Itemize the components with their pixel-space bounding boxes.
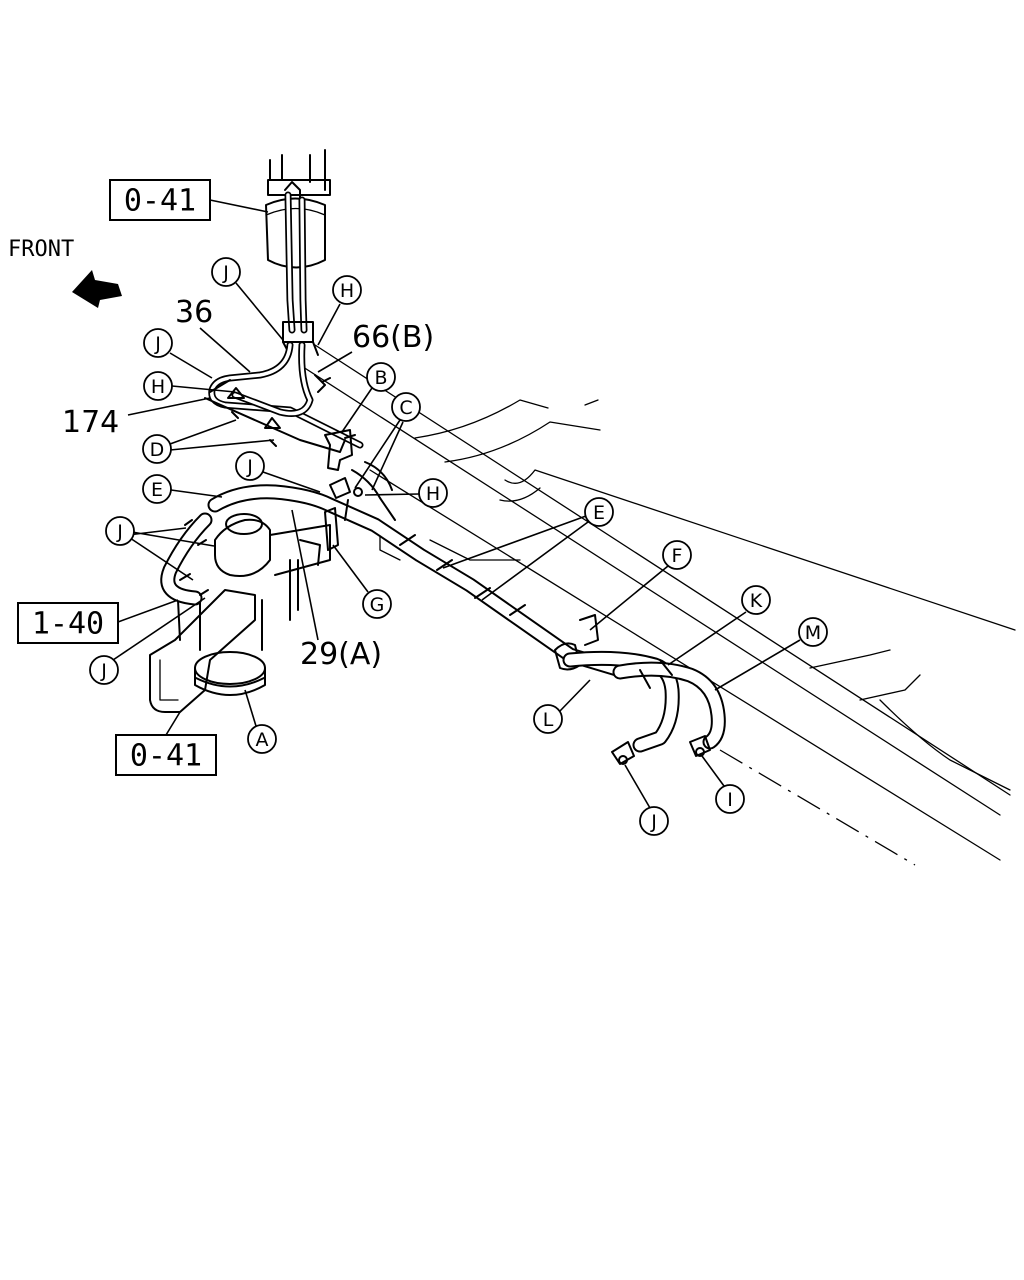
- svg-text:E: E: [151, 479, 163, 501]
- ref-box-bottom-label: 0-41: [130, 739, 202, 774]
- svg-text:K: K: [750, 590, 763, 612]
- svg-text:J: J: [246, 456, 253, 478]
- part-66b: 66(B): [352, 320, 434, 355]
- ref-box-top[interactable]: 0-41: [109, 179, 269, 221]
- svg-text:J: J: [650, 811, 657, 833]
- callout-b[interactable]: B: [366, 362, 396, 392]
- svg-text:A: A: [256, 729, 269, 751]
- svg-text:H: H: [151, 376, 165, 398]
- callout-h-mid[interactable]: H: [418, 478, 448, 508]
- ref-box-left-label: 1-40: [32, 607, 104, 642]
- svg-text:J: J: [222, 262, 229, 284]
- callout-j-mid[interactable]: J: [235, 451, 265, 481]
- callout-j-bottom[interactable]: J: [639, 806, 669, 836]
- svg-text:F: F: [672, 545, 683, 567]
- callout-h-top[interactable]: H: [332, 275, 362, 305]
- front-arrow-icon: [72, 270, 122, 308]
- front-indicator: FRONT: [8, 237, 122, 308]
- callout-c[interactable]: C: [391, 392, 421, 422]
- callout-j-lower[interactable]: J: [89, 655, 119, 685]
- callout-e-left[interactable]: E: [142, 474, 172, 504]
- part-174: 174: [62, 405, 119, 440]
- upper-pipes: [204, 341, 364, 499]
- callout-j-top[interactable]: J: [211, 257, 241, 287]
- svg-text:I: I: [727, 789, 733, 811]
- front-label: FRONT: [8, 237, 74, 262]
- callout-d[interactable]: D: [142, 434, 172, 464]
- svg-text:G: G: [370, 594, 385, 616]
- canister-assembly: [149, 512, 331, 713]
- svg-text:D: D: [150, 439, 165, 461]
- ref-box-top-label: 0-41: [124, 184, 196, 219]
- svg-text:J: J: [116, 521, 123, 543]
- svg-text:M: M: [805, 622, 821, 644]
- callout-h-left[interactable]: H: [143, 371, 173, 401]
- callout-j-left[interactable]: J: [143, 328, 173, 358]
- svg-text:H: H: [426, 483, 440, 505]
- callout-a[interactable]: A: [247, 724, 277, 754]
- callout-k[interactable]: K: [741, 585, 771, 615]
- top-filter-assembly: [265, 149, 331, 356]
- callout-g[interactable]: G: [362, 589, 392, 619]
- callout-j-cluster[interactable]: J: [105, 516, 135, 546]
- callout-e-right[interactable]: E: [584, 497, 614, 527]
- part-29a: 29(A): [300, 637, 382, 672]
- svg-text:H: H: [340, 280, 354, 302]
- callout-l[interactable]: L: [533, 704, 563, 734]
- callout-i[interactable]: I: [715, 784, 745, 814]
- svg-text:J: J: [154, 333, 161, 355]
- svg-text:C: C: [399, 397, 412, 419]
- callout-f[interactable]: F: [662, 540, 692, 570]
- svg-text:B: B: [374, 367, 387, 389]
- callout-m[interactable]: M: [798, 617, 828, 647]
- svg-text:E: E: [593, 502, 605, 524]
- part-36: 36: [175, 295, 213, 330]
- svg-text:J: J: [100, 660, 107, 682]
- main-hoses: [207, 461, 726, 765]
- svg-text:L: L: [543, 709, 554, 731]
- ref-box-bottom[interactable]: 0-41: [115, 711, 217, 776]
- ref-box-left[interactable]: 1-40: [17, 599, 179, 644]
